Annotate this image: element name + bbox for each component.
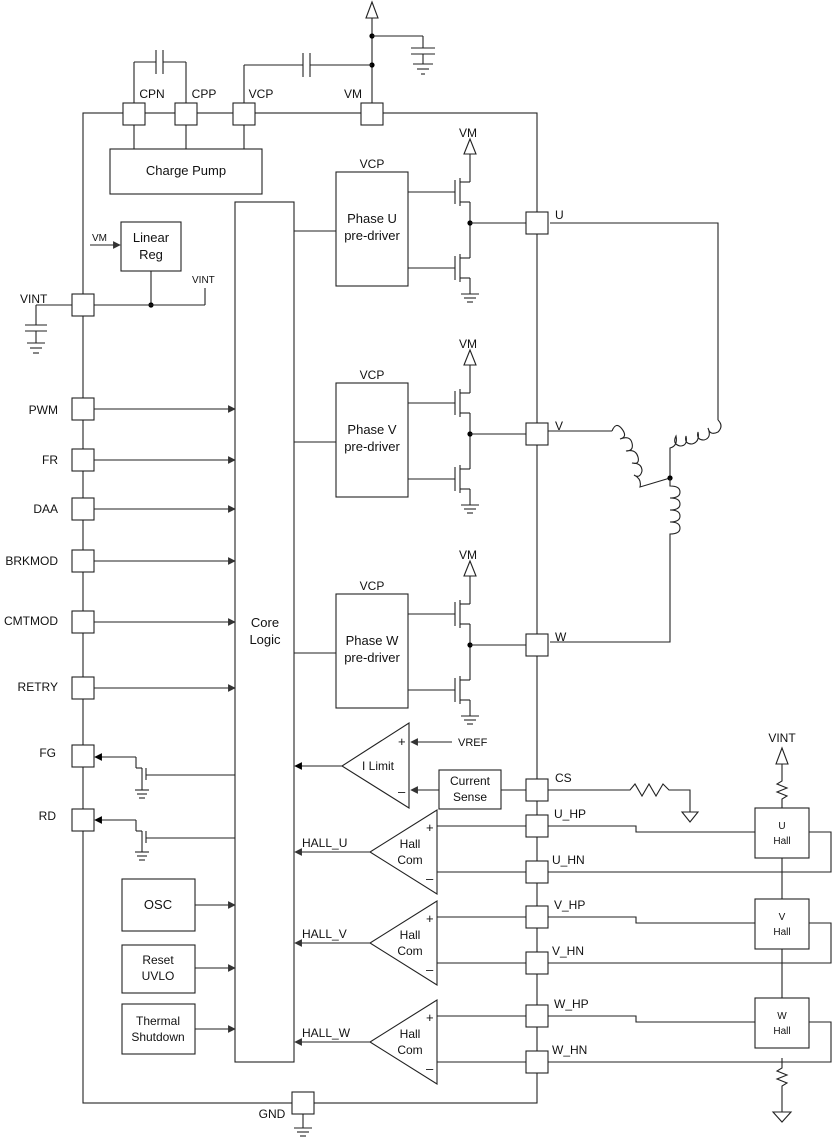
fet-supply-label: VM bbox=[459, 337, 477, 351]
phase-w-driver: VCP Phase W pre-driver VM W bbox=[294, 548, 567, 725]
ilimit-label: I Limit bbox=[362, 759, 395, 773]
hall-comp-minus: – bbox=[426, 962, 434, 977]
hall-signal-label: HALL_U bbox=[302, 836, 347, 850]
thermal-label: Thermal bbox=[136, 1014, 180, 1028]
pin-label-u: U bbox=[555, 208, 564, 222]
pre-driver-supply-label: VCP bbox=[360, 579, 385, 593]
core-logic-block bbox=[234, 201, 295, 1063]
phase-u-driver: VCP Phase U pre-driver VM U bbox=[294, 126, 564, 303]
hall-comp-plus: + bbox=[426, 911, 434, 926]
hall-supply: VINT bbox=[768, 731, 796, 1123]
pin-label-v: V bbox=[555, 419, 563, 433]
hall-supply-label: VINT bbox=[768, 731, 796, 745]
current-limit-section: I Limit + – VREF Current Sense CS bbox=[294, 721, 700, 823]
hall-comp-label-1: Hall bbox=[400, 928, 421, 942]
hall-sensor-label-1: V bbox=[779, 912, 786, 923]
pre-driver-label-2: pre-driver bbox=[344, 650, 400, 665]
pin-label-brkmod: BRKMOD bbox=[5, 554, 58, 568]
pin-label-hp: U_HP bbox=[554, 807, 586, 821]
pin-label-pwm: PWM bbox=[29, 403, 58, 417]
vref-label: VREF bbox=[458, 737, 488, 749]
pin-label-fg: FG bbox=[39, 746, 56, 760]
hall-comp-label-2: Com bbox=[397, 1043, 422, 1057]
svg-text:+: + bbox=[398, 734, 406, 749]
hall-sensor-label-2: Hall bbox=[773, 836, 790, 847]
hall-sensor-label-1: U bbox=[778, 821, 785, 832]
hall-sensor-label-2: Hall bbox=[773, 1026, 790, 1037]
pin-label-cs: CS bbox=[555, 771, 572, 785]
pre-driver-label-1: Phase U bbox=[347, 211, 397, 226]
pre-driver-label-2: pre-driver bbox=[344, 228, 400, 243]
current-sense-label-2: Sense bbox=[453, 790, 487, 804]
core-logic-label-2: Logic bbox=[249, 632, 281, 647]
pin-label-vint: VINT bbox=[20, 292, 48, 306]
hall-comp-plus: + bbox=[426, 1010, 434, 1025]
pin-label-hp: V_HP bbox=[554, 898, 585, 912]
pin-label-daa: DAA bbox=[33, 502, 58, 516]
pin-label-cpn: CPN bbox=[139, 87, 164, 101]
pre-driver-label-2: pre-driver bbox=[344, 439, 400, 454]
charge-pump-label: Charge Pump bbox=[146, 163, 226, 178]
pin-label-cmtmod: CMTMOD bbox=[4, 614, 58, 628]
hall-comp-minus: – bbox=[426, 1061, 434, 1076]
core-logic-label-1: Core bbox=[251, 615, 279, 630]
svg-text:–: – bbox=[398, 784, 406, 799]
svg-text:Linear: Linear bbox=[133, 230, 170, 245]
pin-label-rd: RD bbox=[39, 809, 57, 823]
gnd-pin: GND bbox=[259, 1091, 315, 1137]
pin-label-hn: V_HN bbox=[552, 944, 584, 958]
pin-label-w: W bbox=[555, 630, 567, 644]
pin-label-fr: FR bbox=[42, 453, 58, 467]
hall-comp-label-1: Hall bbox=[400, 1027, 421, 1041]
pre-driver-supply-label: VCP bbox=[360, 368, 385, 382]
pin-label-retry: RETRY bbox=[18, 680, 58, 694]
pin-label-vm: VM bbox=[344, 87, 362, 101]
hall-comp-label-2: Com bbox=[397, 944, 422, 958]
linreg-output-label: VINT bbox=[192, 275, 215, 286]
charge-pump-block bbox=[109, 148, 263, 195]
pin-label-hp: W_HP bbox=[554, 997, 589, 1011]
osc-label: OSC bbox=[144, 897, 172, 912]
hall-comp-minus: – bbox=[426, 871, 434, 886]
pin-label-cpp: CPP bbox=[192, 87, 217, 101]
linreg-input-label: VM bbox=[92, 233, 107, 244]
phase-v-driver: VCP Phase V pre-driver VM V bbox=[294, 337, 563, 514]
fet-supply-label: VM bbox=[459, 126, 477, 140]
svg-text:Reg: Reg bbox=[139, 247, 163, 262]
hall-signal-label: HALL_W bbox=[302, 1026, 351, 1040]
hall-section: HallCom+–HALL_UU_HPU_HNUHallHallCom+–HAL… bbox=[294, 807, 832, 1085]
fet-supply-label: VM bbox=[459, 548, 477, 562]
top-supply bbox=[133, 0, 435, 103]
pin-label-vcp: VCP bbox=[249, 87, 274, 101]
motor-windings bbox=[548, 222, 722, 643]
aux-blocks: OSC Reset UVLO Thermal Shutdown bbox=[121, 878, 236, 1055]
pin-label-gnd: GND bbox=[259, 1107, 286, 1121]
left-pins: VINT PWM FR DAA BRKMOD CMTMOD RETRY FG bbox=[4, 292, 236, 861]
current-sense-label-1: Current bbox=[450, 774, 491, 788]
reset-label: Reset bbox=[142, 953, 174, 967]
hall-signal-label: HALL_V bbox=[302, 927, 347, 941]
pre-driver-label-1: Phase W bbox=[346, 633, 399, 648]
uvlo-label: UVLO bbox=[142, 969, 175, 983]
top-pins: CPN CPP VCP VM bbox=[122, 87, 384, 149]
linear-regulator: Linear Reg VM VINT bbox=[90, 221, 215, 308]
pre-driver-supply-label: VCP bbox=[360, 157, 385, 171]
pin-label-hn: U_HN bbox=[552, 853, 585, 867]
pre-driver-label-1: Phase V bbox=[347, 422, 396, 437]
hall-comp-label-2: Com bbox=[397, 853, 422, 867]
hall-sensor-label-2: Hall bbox=[773, 927, 790, 938]
pin-label-hn: W_HN bbox=[552, 1043, 587, 1057]
hall-comp-plus: + bbox=[426, 820, 434, 835]
hall-sensor-label-1: W bbox=[777, 1011, 787, 1022]
hall-comp-label-1: Hall bbox=[400, 837, 421, 851]
shutdown-label: Shutdown bbox=[131, 1030, 184, 1044]
